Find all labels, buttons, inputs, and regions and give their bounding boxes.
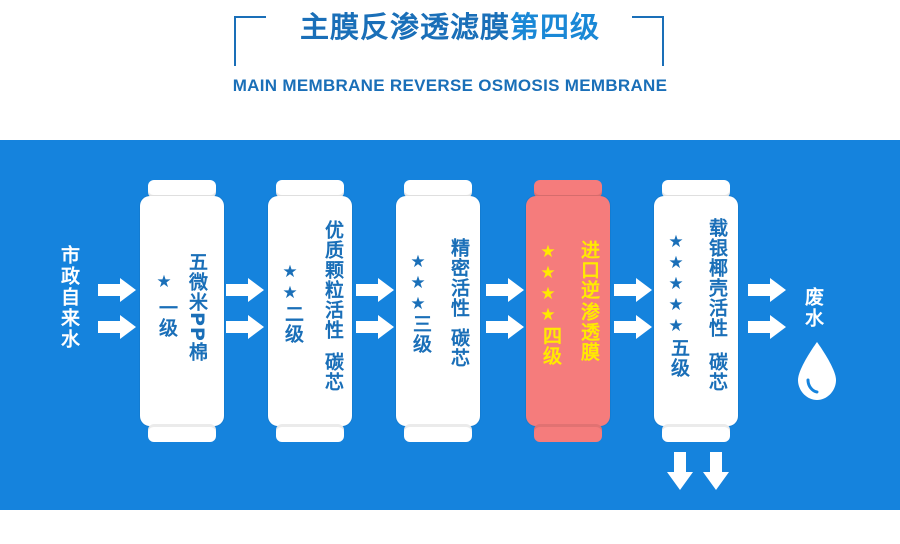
stage-3-stars: ★★★ (408, 252, 428, 315)
stage-1-name: 五微米PP棉 (186, 252, 208, 362)
stage-3-level: 三级 (410, 314, 432, 354)
filter-stage-2: 优质颗粒活性 碳芯 ★★ 二级 (268, 180, 352, 442)
arrow-down-2 (703, 452, 729, 490)
arrow-3-4-a (486, 278, 524, 302)
stage-2-level: 二级 (282, 304, 304, 344)
title-main: 主膜反渗透滤膜 (299, 10, 510, 44)
title-frame (234, 12, 664, 66)
arrow-4-5-b (614, 315, 652, 339)
arrow-4-5-a (614, 278, 652, 302)
stage-4-name-2: 渗透膜 (578, 302, 600, 362)
stage-2-name-2: 碳芯 (322, 352, 344, 392)
output-label: 废水 (802, 287, 824, 329)
stage-5-level: 五级 (668, 338, 690, 378)
stage-3-name-1: 精密活性 (448, 238, 470, 318)
arrow-1-2-a (226, 278, 264, 302)
arrow-out-1 (748, 278, 786, 302)
page-title: 主膜反渗透滤膜第四级 (0, 4, 900, 46)
page-subtitle: MAIN MEMBRANE REVERSE OSMOSIS MEMBRANE (232, 76, 668, 95)
stage-2-name-1: 优质颗粒活性 (322, 220, 344, 340)
stage-3-name-2: 碳芯 (448, 328, 470, 368)
arrow-2-3-b (356, 315, 394, 339)
stage-2-stars: ★★ (280, 262, 300, 304)
title-frame-gap (266, 12, 632, 24)
arrow-in-1 (98, 278, 136, 302)
arrow-in-2 (98, 315, 136, 339)
water-drop-icon (798, 342, 836, 400)
filter-stage-1: 五微米PP棉 ★ 一级 (140, 180, 224, 442)
arrow-1-2-b (226, 315, 264, 339)
stage-4-level: 四级 (540, 326, 562, 366)
arrow-2-3-a (356, 278, 394, 302)
filter-stage-5: 载银椰壳活性 碳芯 ★★★★★ 五级 (654, 180, 738, 442)
arrow-out-2 (748, 315, 786, 339)
input-label: 市政自来水 (58, 245, 80, 350)
stage-5-name-2: 碳芯 (706, 352, 728, 392)
stage-5-stars: ★★★★★ (666, 232, 686, 337)
filter-stage-3: 精密活性 碳芯 ★★★ 三级 (396, 180, 480, 442)
arrow-down-1 (667, 452, 693, 490)
title-stage: 第四级 (510, 10, 601, 44)
stage-4-name-1: 进口逆 (578, 240, 600, 300)
stage-4-stars: ★★★★ (538, 242, 558, 326)
filter-stage-4: 进口逆 渗透膜 ★★★★ 四级 (526, 180, 610, 442)
stage-1-level: 一级 (156, 298, 178, 338)
stage-5-name-1: 载银椰壳活性 (706, 218, 728, 338)
stage-1-stars: ★ (154, 272, 174, 293)
arrow-3-4-b (486, 315, 524, 339)
